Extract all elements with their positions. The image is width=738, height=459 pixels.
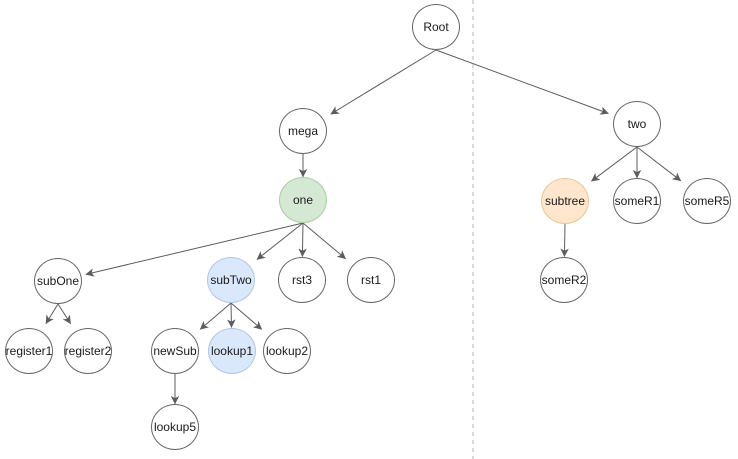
- node-newSub[interactable]: newSub: [151, 328, 199, 374]
- node-label: lookup2: [265, 344, 309, 358]
- node-someR1[interactable]: someR1: [613, 178, 661, 224]
- node-two[interactable]: two: [613, 101, 661, 147]
- node-label: mega: [287, 124, 319, 138]
- node-label: register2: [64, 344, 112, 358]
- node-label: register1: [5, 344, 53, 358]
- edge-subTwo-lookup1: [227, 302, 236, 328]
- edge-one-subOne: [85, 222, 304, 277]
- node-label: lookup1: [210, 344, 254, 358]
- edge-subtree-someR2: [560, 223, 569, 258]
- edge-root-two: [435, 49, 609, 115]
- node-label: subOne: [36, 274, 80, 288]
- edge-two-subtree: [591, 146, 638, 182]
- node-lookup1[interactable]: lookup1: [208, 328, 256, 374]
- node-subtree[interactable]: subtree: [541, 178, 589, 224]
- edge-two-someR5: [636, 146, 682, 182]
- node-someR5[interactable]: someR5: [683, 178, 731, 224]
- node-subTwo[interactable]: subTwo: [207, 257, 255, 303]
- node-label: lookup5: [153, 420, 197, 434]
- node-label: one: [292, 193, 314, 207]
- edge-subTwo-lookup2: [230, 302, 263, 330]
- node-register1[interactable]: register1: [5, 328, 53, 374]
- edge-subTwo-newSub: [199, 302, 232, 330]
- node-label: newSub: [153, 344, 197, 358]
- edge-one-rst1: [302, 222, 346, 260]
- node-label: subtree: [544, 194, 586, 208]
- edge-subOne-register2: [57, 303, 72, 325]
- node-rst1[interactable]: rst1: [347, 257, 395, 303]
- node-lookup5[interactable]: lookup5: [151, 404, 199, 450]
- node-label: someR1: [614, 194, 660, 208]
- node-register2[interactable]: register2: [64, 328, 112, 374]
- node-someR2[interactable]: someR2: [540, 257, 588, 303]
- node-root[interactable]: Root: [412, 4, 460, 50]
- node-subOne[interactable]: subOne: [34, 258, 82, 304]
- node-lookup2[interactable]: lookup2: [263, 328, 311, 374]
- node-label: Root: [423, 20, 449, 34]
- node-label: someR5: [684, 194, 730, 208]
- node-label: two: [627, 117, 647, 131]
- edge-subOne-register1: [45, 303, 59, 324]
- node-one[interactable]: one: [279, 177, 327, 223]
- node-label: subTwo: [210, 273, 252, 287]
- node-mega[interactable]: mega: [279, 108, 327, 154]
- node-label: rst1: [360, 273, 381, 287]
- edge-root-mega: [330, 49, 437, 115]
- edge-one-rst3: [298, 222, 307, 258]
- node-label: someR2: [541, 273, 587, 287]
- node-rst3[interactable]: rst3: [278, 257, 326, 303]
- edge-one-subTwo: [256, 222, 304, 260]
- node-label: rst3: [291, 273, 312, 287]
